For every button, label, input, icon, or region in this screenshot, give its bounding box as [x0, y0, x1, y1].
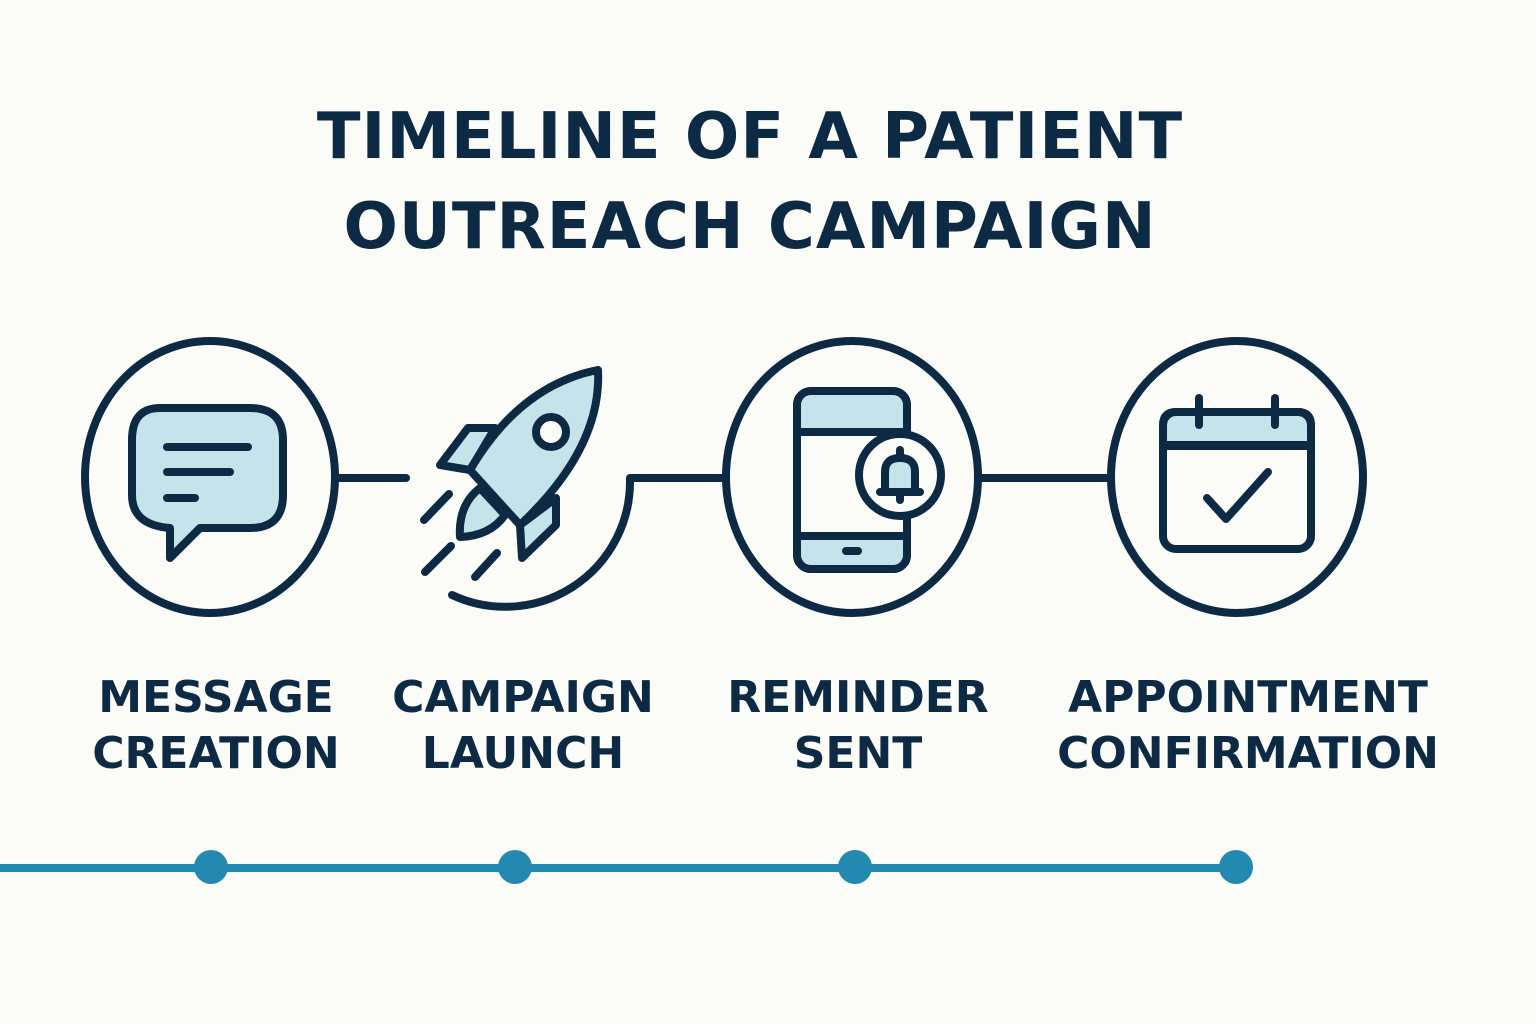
label-line: APPOINTMENT	[1068, 672, 1428, 723]
step-label-reminder-sent: REMINDER SENT	[678, 670, 1038, 782]
timeline-dot	[838, 850, 872, 884]
label-line: REMINDER	[727, 672, 989, 723]
label-line: CONFIRMATION	[1057, 728, 1439, 779]
step-label-message-creation: MESSAGE CREATION	[36, 670, 396, 782]
label-line: LAUNCH	[421, 728, 625, 779]
phone-bell-icon	[722, 337, 982, 617]
timeline-dot	[1219, 850, 1253, 884]
chat-bubble-icon	[81, 337, 339, 617]
label-line: CREATION	[92, 728, 340, 779]
rocket-icon	[420, 366, 603, 581]
timeline-dot	[194, 850, 228, 884]
timeline-dot	[498, 850, 532, 884]
title-line-2: OUTREACH CAMPAIGN	[343, 190, 1157, 264]
label-line: CAMPAIGN	[392, 672, 654, 723]
label-line: SENT	[793, 728, 923, 779]
page-title: TIMELINE OF A PATIENT OUTREACH CAMPAIGN	[0, 92, 1500, 272]
step-label-campaign-launch: CAMPAIGN LAUNCH	[343, 670, 703, 782]
connector-line	[448, 474, 729, 611]
title-line-1: TIMELINE OF A PATIENT	[316, 100, 1184, 174]
step-label-appointment-confirmation: APPOINTMENT CONFIRMATION	[1048, 670, 1448, 782]
label-line: MESSAGE	[98, 672, 334, 723]
progress-timeline	[0, 850, 1253, 884]
calendar-check-icon	[1107, 337, 1367, 617]
